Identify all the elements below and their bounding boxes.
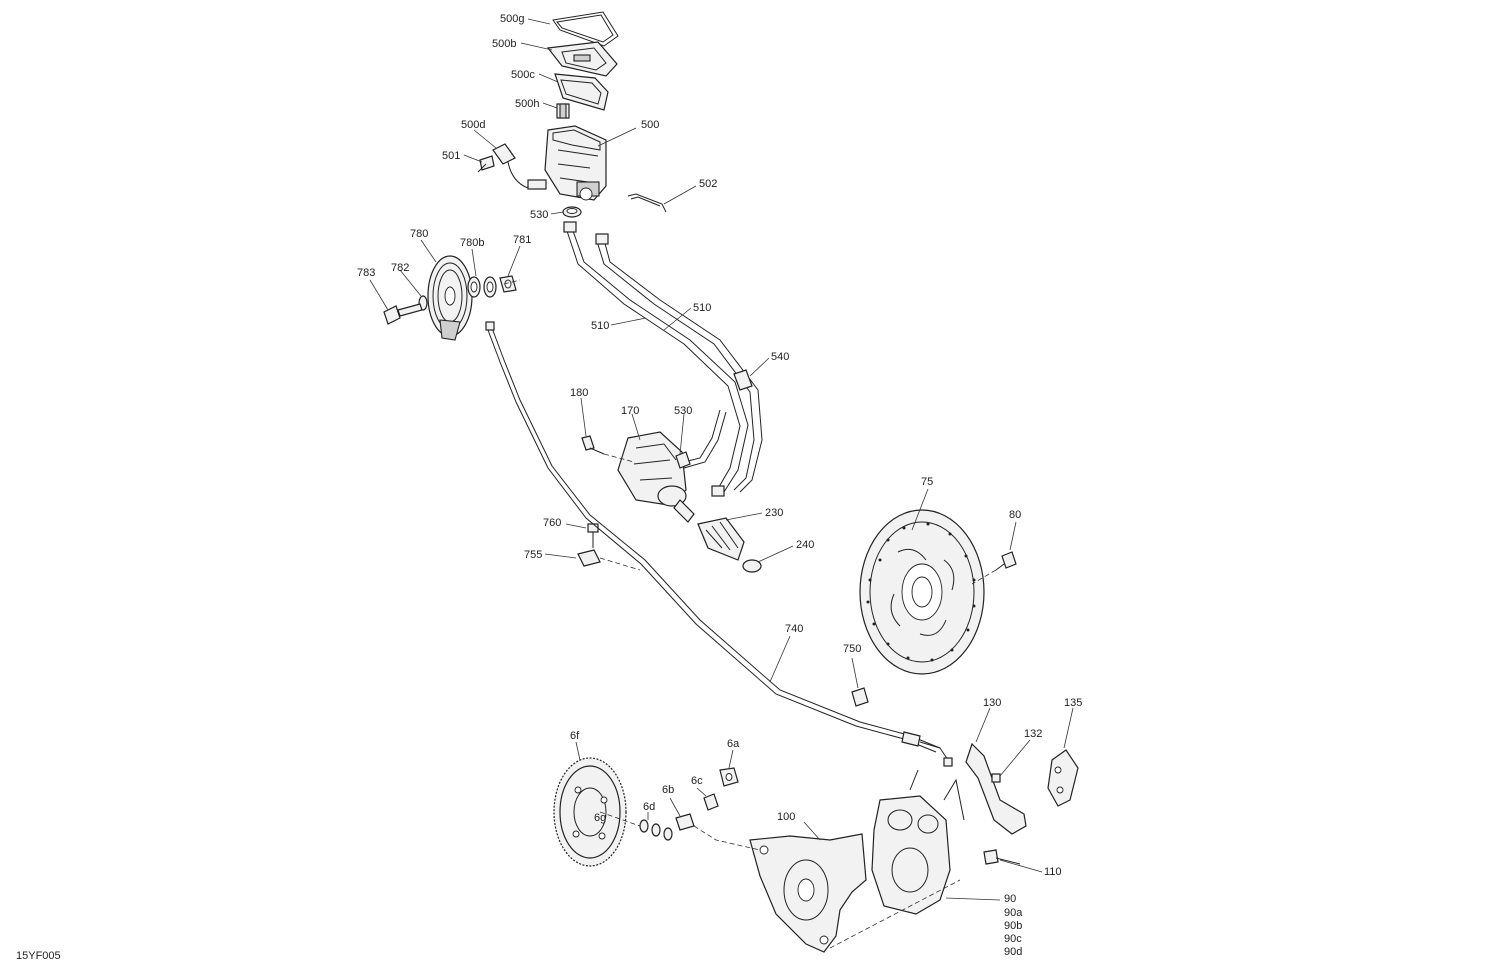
callout-502: 502 <box>699 178 717 190</box>
callout-90: 90 <box>1004 893 1016 905</box>
clamp-530-top <box>562 206 582 218</box>
callout-740: 740 <box>785 623 803 635</box>
parking-cable-740 <box>485 321 953 767</box>
callout-500c: 500c <box>511 69 535 81</box>
callout-510-right: 510 <box>693 302 711 314</box>
bolt-110 <box>983 849 1021 865</box>
pulley-780 <box>427 255 473 341</box>
reservoir-cover-500b <box>546 41 618 77</box>
sprocket-6f <box>553 757 627 867</box>
cap-240 <box>742 559 762 573</box>
bearing-780b <box>467 276 497 298</box>
callout-75: 75 <box>921 476 933 488</box>
nut-781 <box>499 275 517 293</box>
callout-500g: 500g <box>500 13 524 25</box>
clip-540 <box>733 369 753 391</box>
callout-90b: 90b <box>1004 920 1022 932</box>
reservoir-float-500h <box>556 103 570 119</box>
callout-6d: 6d <box>643 801 655 813</box>
bolt-6c <box>703 793 719 811</box>
callout-501: 501 <box>442 150 460 162</box>
brake-hoses-510 <box>563 221 763 497</box>
callout-500d: 500d <box>461 119 485 131</box>
callout-500: 500 <box>641 119 659 131</box>
callout-510-left: 510 <box>591 320 609 332</box>
master-cylinder-500 <box>544 125 607 201</box>
callout-170: 170 <box>621 405 639 417</box>
callout-labels: 500g 500b 500c 500h 500 500d 501 502 530… <box>16 13 1082 962</box>
washers-6d <box>639 819 673 841</box>
callout-6b: 6b <box>662 784 674 796</box>
callout-6g: 6g <box>594 812 606 824</box>
grommet-750 <box>851 687 869 707</box>
callout-540: 540 <box>771 351 789 363</box>
callout-780: 780 <box>410 228 428 240</box>
callout-782: 782 <box>391 262 409 274</box>
screw-501 <box>477 155 495 173</box>
nut-6a <box>719 767 739 787</box>
callout-750: 750 <box>843 643 861 655</box>
clip-502 <box>627 193 667 213</box>
brake-pad-135 <box>1047 749 1079 807</box>
caliper-bracket-100 <box>749 833 867 953</box>
callout-6c: 6c <box>691 775 703 787</box>
callout-6f: 6f <box>570 730 580 742</box>
brake-pad-130 <box>965 742 1027 835</box>
callout-90d: 90d <box>1004 946 1022 958</box>
callout-783: 783 <box>357 267 375 279</box>
bolt-180 <box>581 435 605 455</box>
bracket-755 <box>577 549 601 567</box>
boot-230 <box>697 517 745 561</box>
callout-135: 135 <box>1064 697 1082 709</box>
callout-500b: 500b <box>492 38 516 50</box>
callout-780b: 780b <box>460 237 484 249</box>
pad-screw-132 <box>991 773 1001 783</box>
callout-240: 240 <box>796 539 814 551</box>
clamp-530-lower <box>675 451 691 469</box>
callout-90a: 90a <box>1004 907 1023 919</box>
bolt-783 <box>383 303 423 325</box>
callout-132: 132 <box>1024 728 1042 740</box>
reservoir-diaphragm-500c <box>554 73 609 111</box>
brake-disc-75 <box>859 509 985 675</box>
callout-230: 230 <box>765 507 783 519</box>
reservoir-gasket-500g <box>552 11 619 47</box>
leader-lines <box>369 18 1074 949</box>
callout-80: 80 <box>1009 509 1021 521</box>
disc-bolt-80 <box>995 551 1017 571</box>
callout-90c: 90c <box>1004 933 1022 945</box>
callout-500h: 500h <box>515 98 539 110</box>
callout-100: 100 <box>777 811 795 823</box>
callout-110: 110 <box>1044 866 1062 878</box>
callout-755: 755 <box>524 549 542 561</box>
callout-6a: 6a <box>727 738 740 750</box>
brake-light-switch-500d <box>492 143 547 190</box>
callout-760: 760 <box>543 517 561 529</box>
callout-530-lower: 530 <box>674 405 692 417</box>
bolt-6b <box>675 813 695 831</box>
caliper-90 <box>871 769 965 915</box>
callout-180: 180 <box>570 387 588 399</box>
diagram-id: 15YF005 <box>16 950 61 962</box>
master-housing-170 <box>617 431 695 523</box>
callout-530-top: 530 <box>530 209 548 221</box>
callout-130: 130 <box>983 697 1001 709</box>
callout-781: 781 <box>513 234 531 246</box>
screw-760 <box>587 523 599 548</box>
